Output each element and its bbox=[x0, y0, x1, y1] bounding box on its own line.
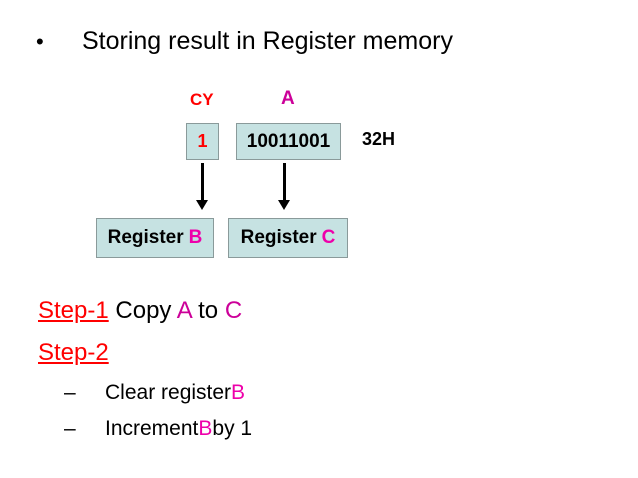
step-1-dest: C bbox=[224, 297, 243, 324]
step-1-line: Step-1 Copy A to C bbox=[38, 297, 243, 324]
arrow-down-icon-accumulator-to-c bbox=[278, 163, 290, 211]
sub-item-increment-b-by-1: – Increment B by 1 bbox=[64, 417, 252, 440]
arrow-shaft bbox=[283, 163, 286, 201]
register-c-name: Register bbox=[240, 227, 317, 248]
register-c-box: Register C bbox=[228, 218, 348, 258]
step-2-line: Step-2 bbox=[38, 339, 109, 366]
carry-flag-label: CY bbox=[190, 90, 214, 109]
register-c-letter: C bbox=[321, 227, 336, 248]
accumulator-label: A bbox=[281, 88, 295, 109]
arrow-head bbox=[278, 200, 290, 210]
page-title: Storing result in Register memory bbox=[82, 27, 453, 55]
step-1-key: Step-1 bbox=[38, 297, 109, 324]
carry-value-box: 1 bbox=[186, 123, 219, 160]
step-1-source: A bbox=[176, 297, 192, 324]
register-b-letter: B bbox=[188, 227, 203, 248]
hex-annotation: 32H bbox=[362, 129, 396, 149]
arrow-head bbox=[196, 200, 208, 210]
step-2-key: Step-2 bbox=[38, 339, 109, 366]
step-1-copy-word: Copy bbox=[108, 297, 177, 324]
arrow-down-icon-carry-to-b bbox=[196, 163, 208, 211]
sub-item-1-accent: B bbox=[231, 381, 246, 404]
accumulator-value-box: 10011001 bbox=[236, 123, 341, 160]
sub-item-2-accent: B bbox=[198, 417, 213, 440]
title-bullet-row: • Storing result in Register memory bbox=[36, 27, 453, 56]
bullet-glyph-icon: • bbox=[36, 29, 44, 54]
dash-bullet-icon: – bbox=[64, 381, 76, 404]
step-1-to-word: to bbox=[191, 297, 225, 324]
sub-item-2-trail: by 1 bbox=[212, 417, 253, 440]
sub-item-2-lead: Increment bbox=[105, 417, 199, 440]
arrow-shaft bbox=[201, 163, 204, 201]
register-b-box: Register B bbox=[96, 218, 214, 258]
sub-item-1-lead: Clear register bbox=[105, 381, 232, 404]
sub-item-clear-register-b: – Clear register B bbox=[64, 381, 245, 404]
register-b-name: Register bbox=[107, 227, 184, 248]
dash-bullet-icon: – bbox=[64, 417, 76, 440]
